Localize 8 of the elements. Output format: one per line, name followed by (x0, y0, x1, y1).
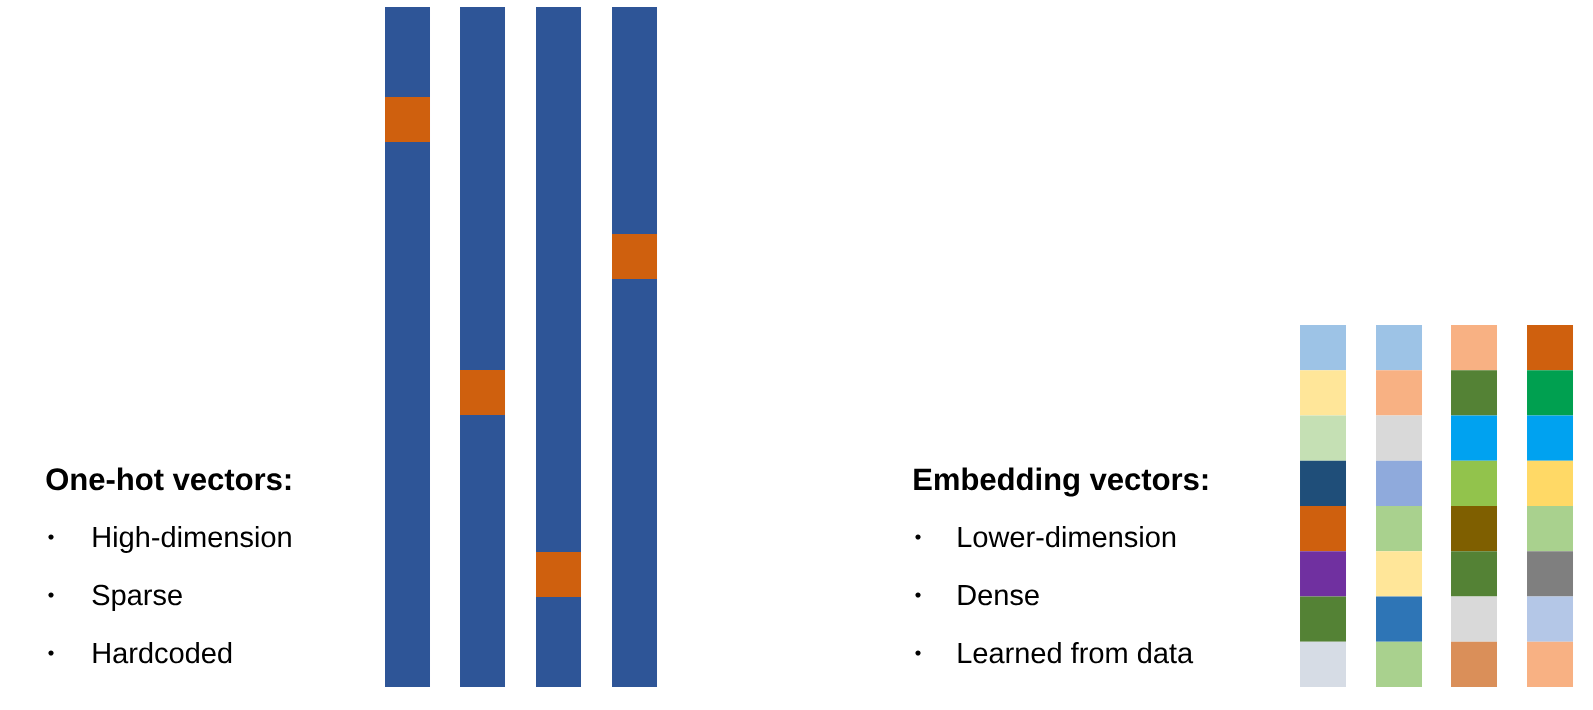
bullet-text: Hardcoded (93, 642, 232, 664)
bullet-text: Learned from data (958, 642, 1194, 664)
heading: Embedding vectors: (914, 467, 1208, 497)
bullet-text: High-dimension (93, 526, 291, 554)
heading: One-hot vectors: (46, 467, 291, 491)
bullet-text: Dense (958, 585, 1039, 606)
bullet-text: Sparse (92, 584, 182, 612)
bullet-text: Lower-dimension (958, 526, 1176, 548)
